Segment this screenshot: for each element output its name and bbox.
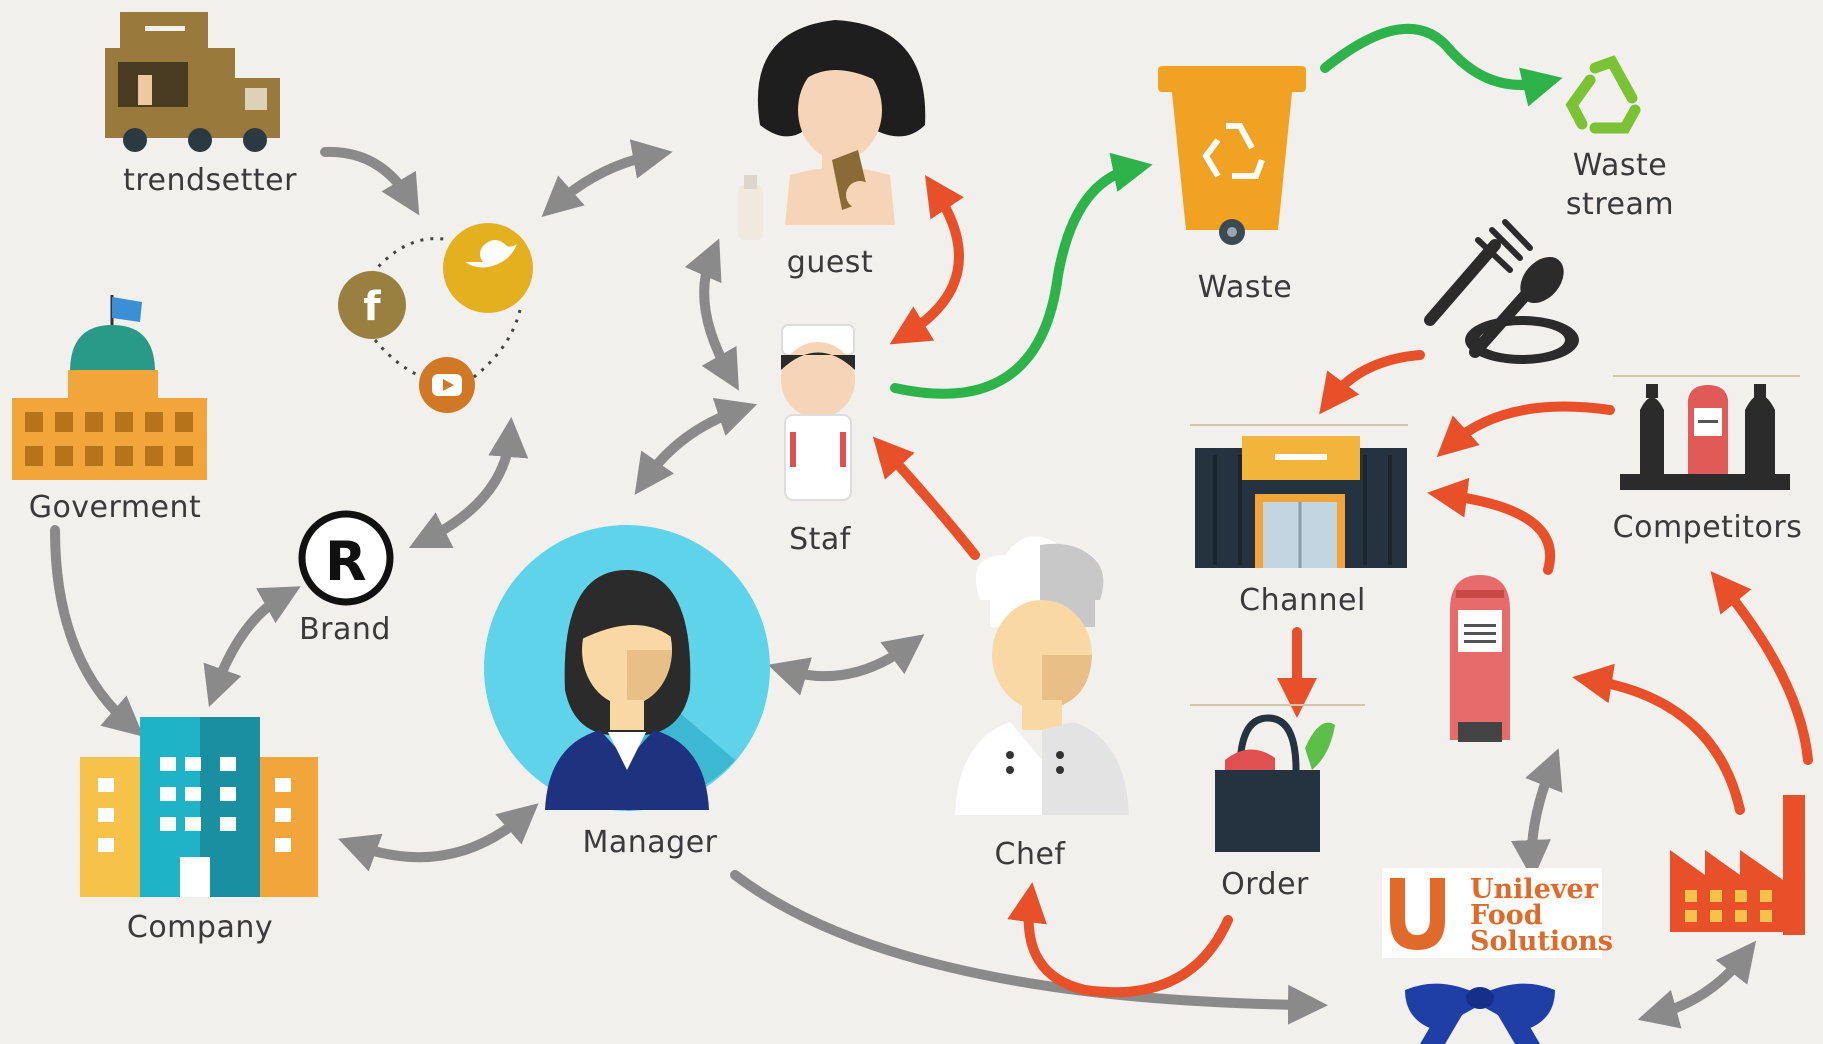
trendsetter-label: trendsetter bbox=[123, 163, 297, 198]
arrow-factory-to-competitors bbox=[1710, 571, 1813, 765]
arrow-sauce-to-channel bbox=[1427, 477, 1555, 575]
arrow-manager-chef bbox=[767, 634, 925, 696]
competitors-shelf-icon bbox=[1613, 375, 1800, 490]
green-arrows bbox=[890, 23, 1563, 399]
waste-label: Waste bbox=[1197, 270, 1293, 305]
grey-arrows bbox=[50, 139, 1757, 1029]
arrow-government-company bbox=[50, 525, 144, 737]
chef-label: Chef bbox=[994, 837, 1066, 872]
factory-icon bbox=[1670, 795, 1805, 935]
arrow-chef-to-staff bbox=[872, 436, 980, 560]
unilever-logo-line3: Solutions bbox=[1470, 926, 1613, 957]
company-label: Company bbox=[126, 910, 274, 945]
waste-bin-icon bbox=[1158, 66, 1306, 245]
arrow-social-guest bbox=[541, 139, 673, 217]
company-buildings-icon bbox=[80, 717, 318, 897]
waste-stream-label-line1: Waste bbox=[1572, 148, 1668, 183]
staff-icon bbox=[781, 324, 855, 501]
arrow-supplier-factory bbox=[1637, 940, 1757, 1029]
arrow-competitors-to-channel bbox=[1436, 401, 1615, 458]
food-truck-icon bbox=[105, 12, 280, 152]
facebook-icon bbox=[338, 271, 406, 339]
arrow-waste-to-stream bbox=[1320, 23, 1563, 107]
manager-icon bbox=[484, 525, 770, 811]
order-label: Order bbox=[1221, 867, 1309, 902]
arrow-sauce-supplier bbox=[1510, 748, 1563, 880]
channel-shop-icon bbox=[1190, 424, 1408, 568]
red-arrows bbox=[872, 175, 1813, 998]
guest-icon bbox=[738, 20, 926, 240]
staff-label: Staf bbox=[789, 522, 851, 557]
svg-text:f: f bbox=[363, 284, 381, 330]
competitors-label: Competitors bbox=[1612, 510, 1803, 545]
order-bag-icon bbox=[1190, 704, 1365, 852]
arrow-staff-manager bbox=[634, 397, 758, 495]
guest-label: guest bbox=[786, 245, 874, 280]
arrow-order-to-chef bbox=[1007, 882, 1233, 998]
government-label: Goverment bbox=[28, 490, 202, 525]
twitter-icon bbox=[443, 223, 533, 313]
unilever-logo-line2: Food bbox=[1470, 900, 1543, 931]
brand-label: Brand bbox=[299, 612, 391, 647]
chef-icon bbox=[955, 536, 1129, 815]
waste-stream-label-line2: stream bbox=[1565, 187, 1675, 222]
channel-label: Channel bbox=[1239, 583, 1366, 618]
arrow-guest-staff-red bbox=[889, 175, 964, 345]
arrow-factory-to-sauce bbox=[1572, 663, 1745, 815]
social-media-cluster: f bbox=[338, 223, 533, 413]
recycle-icon bbox=[1565, 55, 1641, 134]
government-building-icon bbox=[12, 295, 207, 480]
brand-symbol: R bbox=[324, 530, 368, 593]
sauce-bottle-icon bbox=[1450, 575, 1510, 742]
arrow-brand-company bbox=[203, 586, 301, 707]
arrow-manager-supplier bbox=[730, 870, 1328, 1025]
unilever-logo-line1: Unilever bbox=[1470, 874, 1598, 905]
bow-tie-icon bbox=[1405, 983, 1555, 1044]
arrow-staff-to-waste bbox=[890, 152, 1153, 399]
manager-label: Manager bbox=[582, 825, 718, 860]
unilever-logo-icon bbox=[1382, 868, 1602, 958]
arrow-company-manager bbox=[338, 803, 539, 872]
arrow-social-brand bbox=[408, 417, 529, 549]
arrow-trendsetter-to-social bbox=[320, 146, 420, 216]
cutlery-icon bbox=[1424, 219, 1579, 364]
registered-brand-icon bbox=[298, 510, 394, 606]
arrow-cutlery-to-channel bbox=[1319, 350, 1425, 415]
arrow-guest-staff bbox=[684, 238, 739, 391]
